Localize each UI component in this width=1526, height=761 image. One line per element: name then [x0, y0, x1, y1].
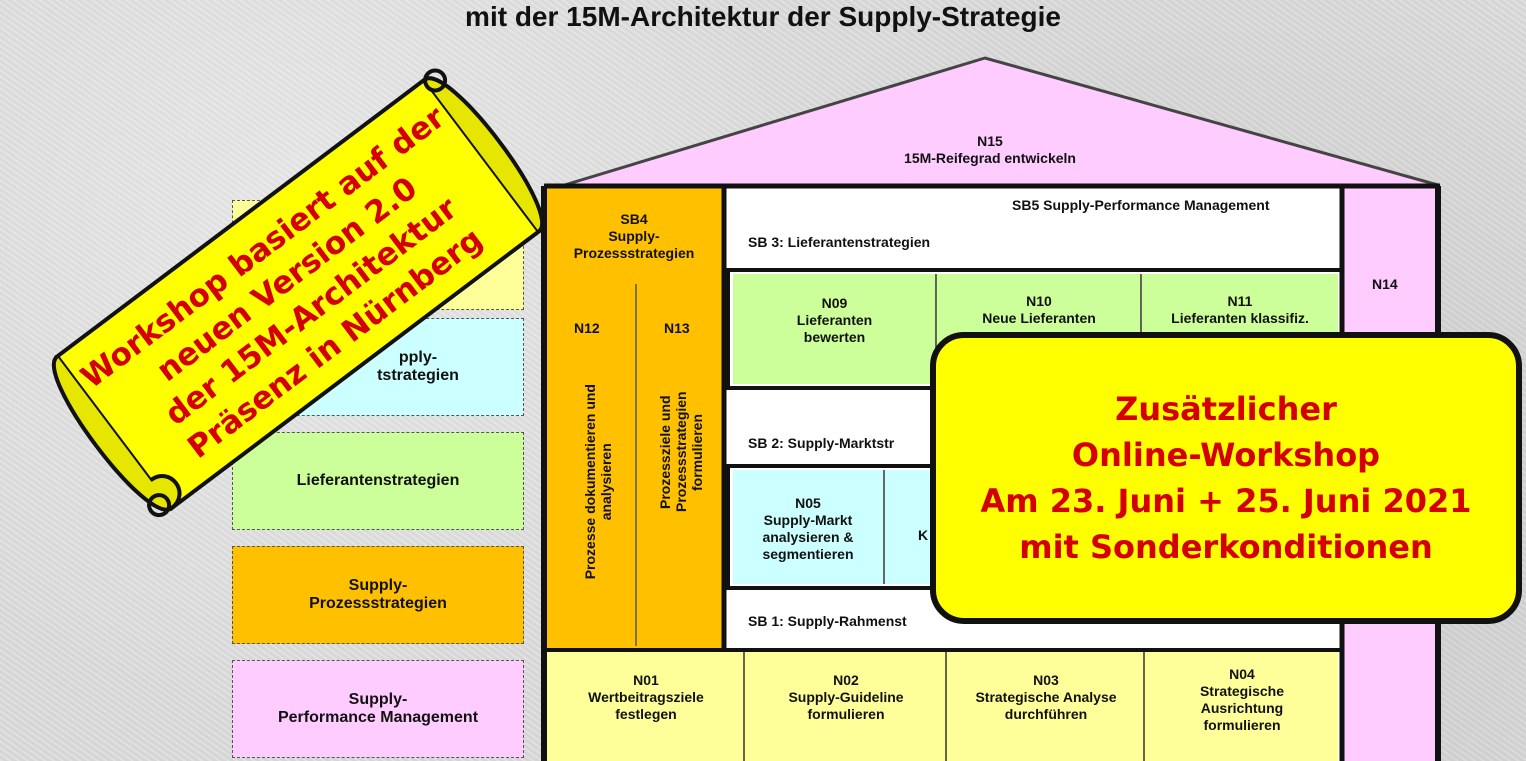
n05-cell: N05 Supply-Markt analysieren & segmentie… [733, 484, 883, 574]
legend-item-lieferanten: Lieferantenstrategien [232, 432, 524, 530]
legend-label-lieferanten: Lieferantenstrategien [296, 472, 460, 489]
online-line-1: Zusätzlicher [1115, 390, 1337, 428]
n14-label: N14 [1372, 276, 1398, 292]
n09-code: N09 [821, 294, 848, 311]
scroll-left-curl [52, 354, 182, 512]
n10-cell: N10 Neue Lieferanten [937, 290, 1141, 330]
n05-code: N05 [795, 495, 821, 511]
n02-cell: N02 Supply-Guideline formulieren [746, 662, 946, 732]
n09-label: Lieferanten bewerten [796, 311, 873, 345]
n10-label: Neue Lieferanten [982, 310, 1096, 326]
n02-label: Supply-Guideline formulieren [788, 688, 904, 722]
sb4-label: Supply- Prozessstrategien [573, 227, 695, 261]
legend-item-performance: Supply- Performance Management [232, 660, 524, 758]
roof [547, 56, 1439, 192]
n04-label: Strategische Ausrichtung formulieren [1199, 683, 1285, 733]
n02-code: N02 [833, 671, 859, 688]
n12-code: N12 [574, 320, 600, 336]
n11-code: N11 [1227, 293, 1253, 309]
n11-cell: N11 Lieferanten klassifiz. [1142, 290, 1338, 330]
sb1-label: SB 1: Supply-Rahmenst [748, 613, 907, 629]
sb4-column [544, 186, 724, 648]
sb3-label: SB 3: Lieferantenstrategien [748, 234, 931, 250]
n13-label: Prozessziele und Prozessstrategien formu… [657, 391, 705, 513]
sb4-header: SB4 Supply- Prozessstrategien [546, 206, 722, 266]
legend-label-prozess: Supply- Prozessstrategien [309, 577, 447, 612]
n09-box [733, 274, 936, 384]
n13-vertical: Prozessziele und Prozessstrategien formu… [642, 352, 720, 552]
online-line-2: Online-Workshop [1071, 436, 1381, 474]
scroll-body [54, 76, 542, 512]
n04-cell: N04 Strategische Ausrichtung formulieren [1146, 654, 1338, 746]
online-workshop-callout: Zusätzlicher Online-Workshop Am 23. Juni… [930, 332, 1522, 624]
n01-label: Wertbeitragsziele festlegen [588, 688, 704, 722]
legend-item-prozess: Supply- Prozessstrategien [232, 546, 524, 644]
roof-label: N15 15M-Reifegrad entwickeln [780, 130, 1200, 170]
scroll-right-curl [423, 76, 544, 234]
n10-code: N10 [1026, 293, 1052, 309]
legend-label-performance: Supply- Performance Management [277, 691, 479, 726]
n15-code: N15 [977, 133, 1003, 149]
sb5-label: SB5 Supply-Performance Management [1012, 197, 1270, 213]
n05-label: Supply-Markt analysieren & segmentieren [762, 512, 854, 562]
online-line-3: Am 23. Juni + 25. Juni 2021 [980, 482, 1472, 520]
n03-cell: N03 Strategische Analyse durchführen [948, 662, 1144, 732]
n01-cell: N01 Wertbeitragsziele festlegen [548, 662, 744, 732]
scroll-banner: Workshop basiert auf der neuen Version 2… [52, 68, 544, 518]
n11-label: Lieferanten klassifiz. [1171, 310, 1309, 326]
sb4-code: SB4 [620, 210, 648, 227]
sb1-base [544, 648, 1338, 761]
n03-label: Strategische Analyse durchführen [975, 688, 1117, 722]
n15-label: 15M-Reifegrad entwickeln [904, 150, 1076, 166]
page-title: mit der 15M-Architektur der Supply-Strat… [465, 1, 1061, 32]
n13-code: N13 [664, 320, 690, 336]
legend-label-markt: pply- tstrategien [377, 349, 459, 384]
online-line-4: mit Sonderkonditionen [1019, 528, 1433, 566]
sb2-label: SB 2: Supply-Marktstr [748, 435, 895, 451]
n06-fragment: K [918, 527, 929, 543]
n03-code: N03 [1033, 671, 1059, 688]
n09-cell: N09 Lieferanten bewerten [733, 290, 936, 350]
n04-code: N04 [1229, 666, 1255, 682]
n01-code: N01 [633, 671, 659, 688]
n05-box [733, 470, 883, 584]
